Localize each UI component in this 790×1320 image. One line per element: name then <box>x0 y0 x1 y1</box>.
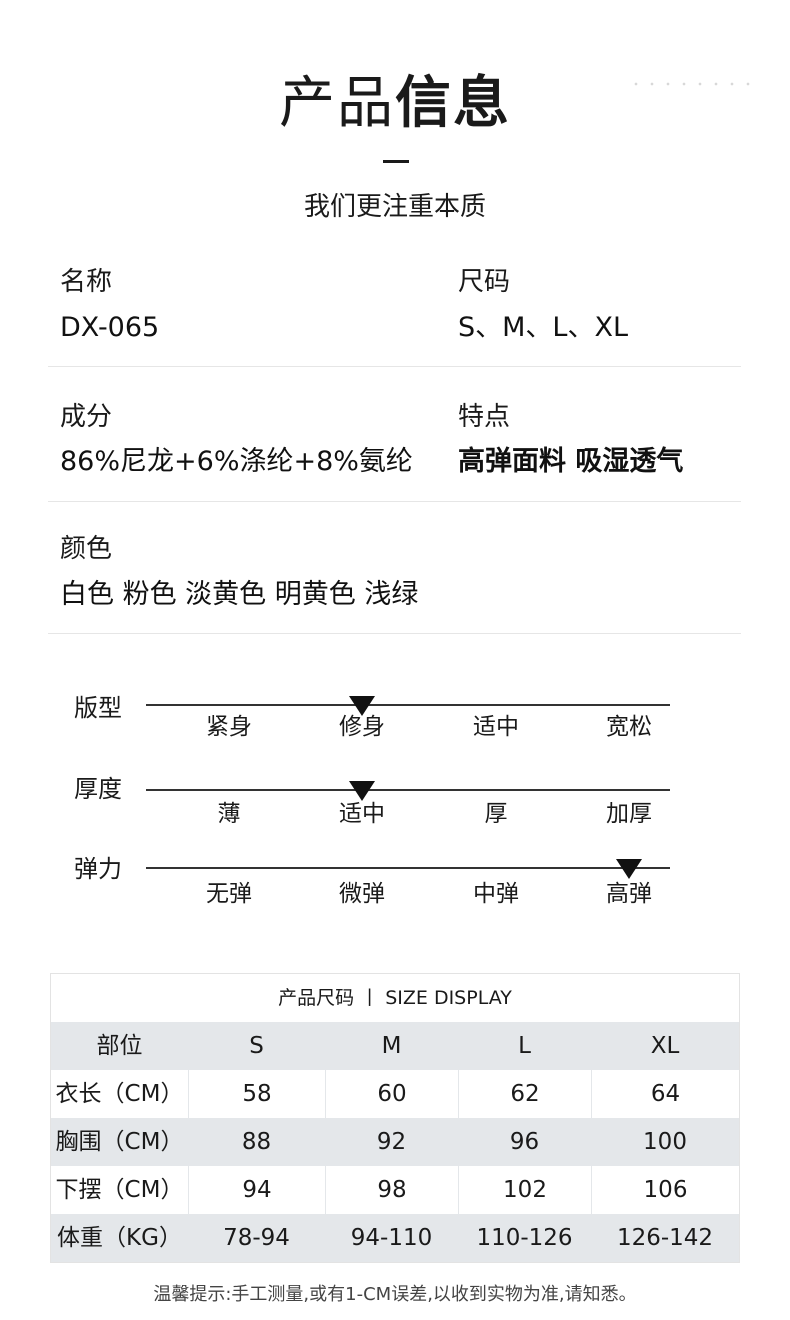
scale-option: 厚 <box>484 801 508 827</box>
page-subtitle: 我们更注重本质 <box>303 192 486 222</box>
table-cell: 衣长（CM） <box>55 1081 184 1107</box>
divider <box>48 366 741 367</box>
table-header-row: 部位 S M L XL <box>51 1022 739 1070</box>
scale-line <box>146 704 670 706</box>
table-cell: 96 <box>509 1129 540 1155</box>
measurement-note: 温馨提示:手工测量,或有1-CM误差,以收到实物为准,请知悉。 <box>153 1284 637 1305</box>
material-value: 86%尼龙+6%涤纶+8%氨纶 <box>60 446 413 477</box>
decorative-dots <box>628 82 758 86</box>
scale-option: 紧身 <box>206 714 252 740</box>
table-cell: 106 <box>591 1166 739 1214</box>
table-cell: 102 <box>458 1166 591 1214</box>
table-header-cell: M <box>381 1033 402 1059</box>
table-cell: 88 <box>241 1129 272 1155</box>
name-label: 名称 <box>60 267 113 297</box>
table-cell: 下摆（CM） <box>55 1177 184 1203</box>
scale-marker <box>349 696 375 716</box>
size-table-caption: 产品尺码 丨 SIZE DISPLAY <box>51 974 739 1022</box>
table-cell: 胸围（CM） <box>55 1129 184 1155</box>
table-row: 下摆（CM） 94 98 102 106 <box>51 1166 739 1214</box>
size-label: 尺码 <box>458 267 511 297</box>
scale-label: 弹力 <box>74 855 122 883</box>
table-cell: 100 <box>643 1129 687 1155</box>
scale-option: 宽松 <box>606 714 652 740</box>
feature-label: 特点 <box>458 402 511 432</box>
size-value: S、M、L、XL <box>458 312 629 343</box>
divider <box>48 501 741 502</box>
scale-option: 适中 <box>339 801 385 827</box>
scale-option: 无弹 <box>206 881 252 907</box>
scale-line <box>146 789 670 791</box>
scale-option: 高弹 <box>606 881 652 907</box>
table-cell: 58 <box>188 1070 325 1118</box>
divider <box>48 633 741 634</box>
table-row: 衣长（CM） 58 60 62 64 <box>51 1070 739 1118</box>
table-header-cell: S <box>249 1033 264 1059</box>
page-title: 产品信息 <box>0 68 790 140</box>
table-row: 胸围（CM） 88 92 96 100 <box>51 1118 739 1166</box>
table-row: 体重（KG） 78-94 94-110 110-126 126-142 <box>51 1214 739 1262</box>
scale-marker <box>349 781 375 801</box>
table-cell: 126-142 <box>616 1225 714 1251</box>
table-cell: 94 <box>188 1166 325 1214</box>
table-cell: 98 <box>325 1166 458 1214</box>
scale-option: 修身 <box>339 714 385 740</box>
material-label: 成分 <box>60 402 113 432</box>
table-cell: 64 <box>591 1070 739 1118</box>
table-cell: 体重（KG） <box>57 1225 182 1251</box>
scale-option: 微弹 <box>339 881 385 907</box>
color-label: 颜色 <box>60 534 113 564</box>
scale-label: 版型 <box>74 694 122 722</box>
size-table: 产品尺码 丨 SIZE DISPLAY 部位 S M L XL 衣长（CM） 5… <box>50 973 740 1263</box>
scale-line <box>146 867 670 869</box>
table-cell: 92 <box>376 1129 407 1155</box>
scale-option: 加厚 <box>606 801 652 827</box>
name-value: DX-065 <box>60 312 160 343</box>
title-part-2: 信息 <box>395 71 511 136</box>
table-header-cell: XL <box>650 1033 680 1059</box>
table-cell: 62 <box>458 1070 591 1118</box>
color-value: 白色 粉色 淡黄色 明黄色 浅绿 <box>60 579 419 610</box>
table-cell: 78-94 <box>223 1225 290 1251</box>
table-cell: 110-126 <box>476 1225 573 1251</box>
table-cell: 60 <box>325 1070 458 1118</box>
scale-label: 厚度 <box>74 775 122 803</box>
scale-marker <box>616 859 642 879</box>
title-part-1: 产品 <box>279 71 395 136</box>
feature-value: 高弹面料 吸湿透气 <box>458 446 684 477</box>
title-dash <box>383 160 409 163</box>
table-cell: 94-110 <box>350 1225 433 1251</box>
table-header-cell: L <box>518 1033 531 1059</box>
scale-option: 适中 <box>473 714 519 740</box>
table-header-cell: 部位 <box>96 1033 143 1059</box>
scale-option: 薄 <box>217 801 241 827</box>
scale-option: 中弹 <box>473 881 519 907</box>
